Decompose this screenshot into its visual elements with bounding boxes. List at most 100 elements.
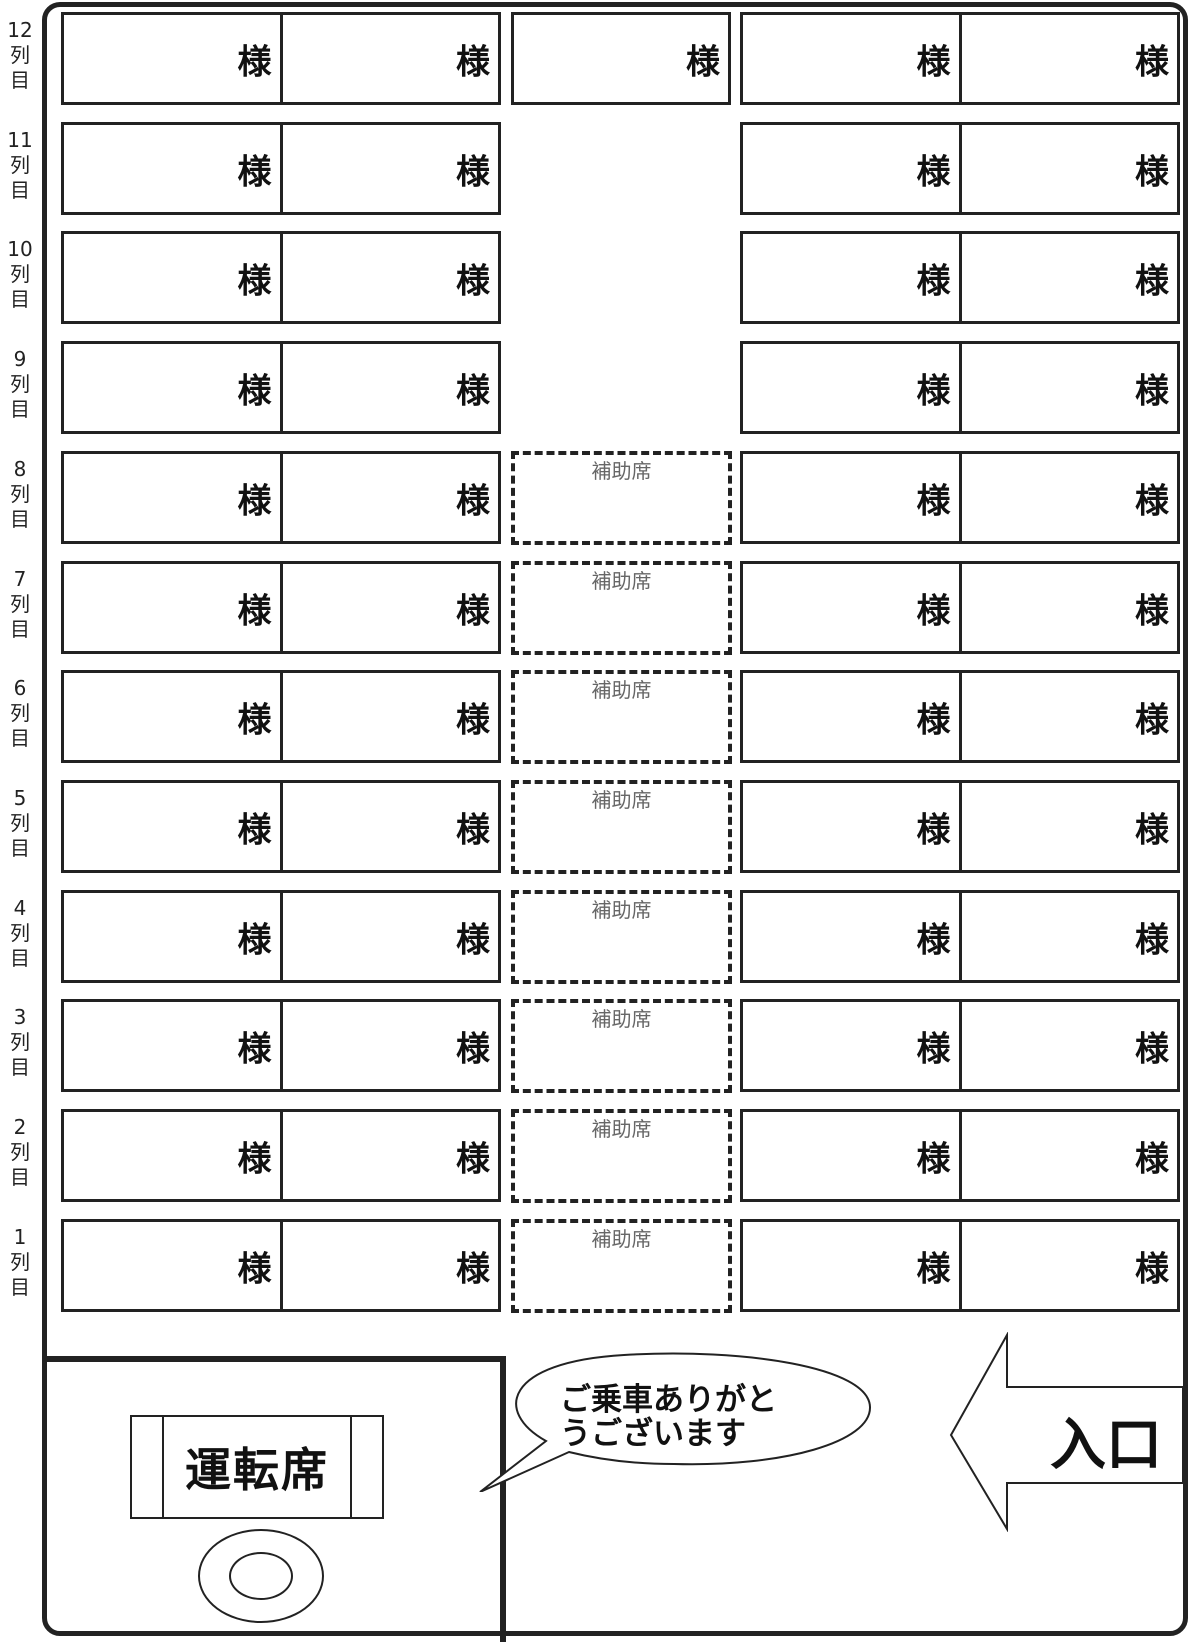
seat[interactable]: 様	[958, 15, 1178, 102]
row-label-l2: 目	[10, 397, 30, 421]
auxiliary-seat[interactable]: 補助席	[511, 1219, 732, 1313]
seat[interactable]: 様	[279, 673, 499, 760]
seat[interactable]: 様	[64, 564, 280, 651]
seat[interactable]: 様	[279, 783, 499, 870]
seat[interactable]: 様	[743, 1222, 959, 1309]
seat-pair-right: 様様	[740, 451, 1180, 544]
seat[interactable]: 様	[958, 234, 1178, 321]
seat[interactable]: 様	[64, 1222, 280, 1309]
seat[interactable]: 様	[279, 893, 499, 980]
seat[interactable]: 様	[958, 454, 1178, 541]
seat[interactable]: 様	[64, 234, 280, 321]
row-label-l2: 目	[10, 1055, 30, 1079]
seat[interactable]: 様	[743, 783, 959, 870]
seat[interactable]: 様	[279, 564, 499, 651]
seat[interactable]: 様	[64, 1112, 280, 1199]
seat-honorific: 様	[916, 371, 951, 411]
steering-wheel-hub	[229, 1552, 293, 1600]
seat[interactable]: 様	[279, 1112, 499, 1199]
seat-honorific: 様	[456, 1139, 490, 1179]
seat-honorific: 様	[1135, 810, 1169, 850]
seat-honorific: 様	[237, 1249, 272, 1289]
seat[interactable]: 様	[958, 893, 1178, 980]
seat[interactable]: 様	[743, 234, 959, 321]
seat[interactable]: 様	[743, 893, 959, 980]
seat[interactable]: 様	[64, 344, 280, 431]
seat-pair-left: 様様	[61, 780, 501, 873]
seat[interactable]: 様	[64, 783, 280, 870]
speech-bubble	[479, 1352, 872, 1492]
seat[interactable]: 様	[279, 15, 499, 102]
seat-honorific: 様	[1135, 1029, 1169, 1069]
seat-pair-left: 様様	[61, 561, 501, 654]
seat[interactable]: 様	[64, 1002, 280, 1089]
row-label-num: 3	[13, 1005, 27, 1029]
row-label-l2: 目	[10, 836, 30, 860]
center-seat[interactable]: 様	[511, 12, 731, 105]
row-label-l2: 目	[10, 617, 30, 641]
seat[interactable]: 様	[958, 564, 1178, 651]
steering-wheel-icon	[198, 1529, 324, 1623]
seat[interactable]: 様	[64, 125, 280, 212]
seat[interactable]: 様	[743, 673, 959, 760]
seat[interactable]: 様	[64, 893, 280, 980]
seat[interactable]: 様	[958, 125, 1178, 212]
seat-honorific: 様	[916, 1139, 951, 1179]
seat-honorific: 様	[237, 920, 272, 960]
seat[interactable]: 様	[279, 1002, 499, 1089]
seat[interactable]: 様	[743, 1002, 959, 1089]
seat[interactable]: 様	[64, 673, 280, 760]
seat[interactable]: 様	[743, 454, 959, 541]
seat[interactable]: 様	[279, 454, 499, 541]
seat[interactable]: 様	[743, 344, 959, 431]
seat-pair-right: 様様	[740, 1219, 1180, 1312]
row-label-num: 6	[13, 676, 27, 700]
seat[interactable]: 様	[958, 1112, 1178, 1199]
seat[interactable]: 様	[958, 673, 1178, 760]
seat[interactable]: 様	[279, 234, 499, 321]
seat-honorific: 様	[237, 371, 272, 411]
seat-honorific: 様	[916, 920, 951, 960]
seat[interactable]: 様	[958, 344, 1178, 431]
auxiliary-seat[interactable]: 補助席	[511, 670, 732, 764]
row-label-l2: 目	[10, 946, 30, 970]
seat[interactable]: 様	[743, 15, 959, 102]
seat-honorific: 様	[237, 261, 272, 301]
auxiliary-seat[interactable]: 補助席	[511, 1109, 732, 1203]
driver-seat-label: 運転席	[185, 1443, 329, 1497]
seat[interactable]: 様	[279, 125, 499, 212]
seat[interactable]: 様	[279, 344, 499, 431]
seat[interactable]: 様	[743, 564, 959, 651]
auxiliary-seat[interactable]: 補助席	[511, 890, 732, 984]
seat[interactable]: 様	[743, 1112, 959, 1199]
bus-outline	[42, 2, 1188, 1636]
seat[interactable]: 様	[958, 1222, 1178, 1309]
seat-honorific: 様	[237, 1139, 272, 1179]
seat-honorific: 様	[237, 591, 272, 631]
seat-honorific: 様	[1135, 42, 1169, 82]
auxiliary-seat[interactable]: 補助席	[511, 451, 732, 545]
auxiliary-seat[interactable]: 補助席	[511, 999, 732, 1093]
seat[interactable]: 様	[958, 1002, 1178, 1089]
seat-honorific: 様	[456, 810, 490, 850]
seat[interactable]: 様	[64, 454, 280, 541]
driver-seat-backrest	[162, 1415, 352, 1519]
seat[interactable]: 様	[743, 125, 959, 212]
seat-honorific: 様	[237, 481, 272, 521]
row-label-num: 11	[7, 128, 33, 152]
seat[interactable]: 様	[958, 783, 1178, 870]
seat[interactable]: 様	[64, 15, 280, 102]
auxiliary-seat[interactable]: 補助席	[511, 561, 732, 655]
seat[interactable]: 様	[279, 1222, 499, 1309]
row-label-l1: 列	[10, 153, 30, 177]
auxiliary-seat[interactable]: 補助席	[511, 780, 732, 874]
seat-pair-right: 様様	[740, 670, 1180, 763]
seat-honorific: 様	[916, 1249, 951, 1289]
seat-honorific: 様	[237, 700, 272, 740]
